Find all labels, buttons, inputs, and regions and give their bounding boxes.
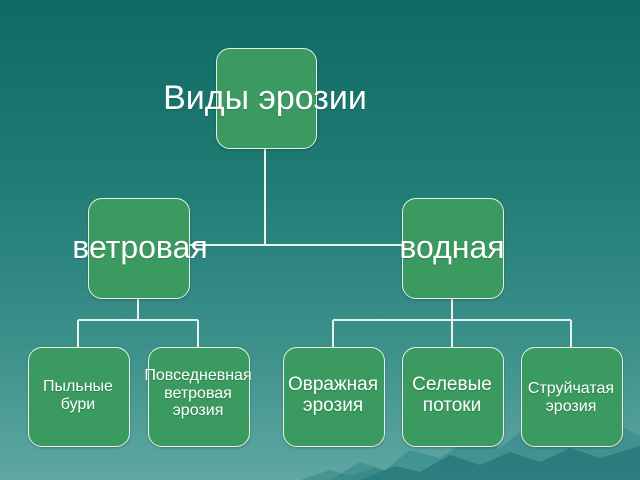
branch-label-water: водная: [399, 229, 505, 265]
root-node: [216, 48, 317, 149]
leaf-node-everyday-wind: [148, 347, 250, 447]
leaf-label-dust-storms: Пыльные бури: [43, 378, 113, 413]
leaf-node-mudflow: [402, 347, 504, 447]
leaf-label-rill: Струйчатая эрозия: [527, 380, 615, 415]
root-label: Виды эрозии: [163, 79, 367, 117]
leaf-node-dust-storms: [28, 347, 130, 447]
leaf-node-gully: [283, 347, 385, 447]
leaf-label-gully: Овражная эрозия: [287, 374, 379, 416]
leaf-label-mudflow: Селевые потоки: [412, 374, 492, 416]
leaf-label-everyday-wind: Повседневная ветровая эрозия: [144, 367, 252, 420]
leaf-node-rill: [521, 347, 623, 447]
branch-node-water: [402, 198, 504, 299]
branch-label-wind: ветровая: [72, 229, 208, 265]
branch-node-wind: [88, 198, 190, 299]
